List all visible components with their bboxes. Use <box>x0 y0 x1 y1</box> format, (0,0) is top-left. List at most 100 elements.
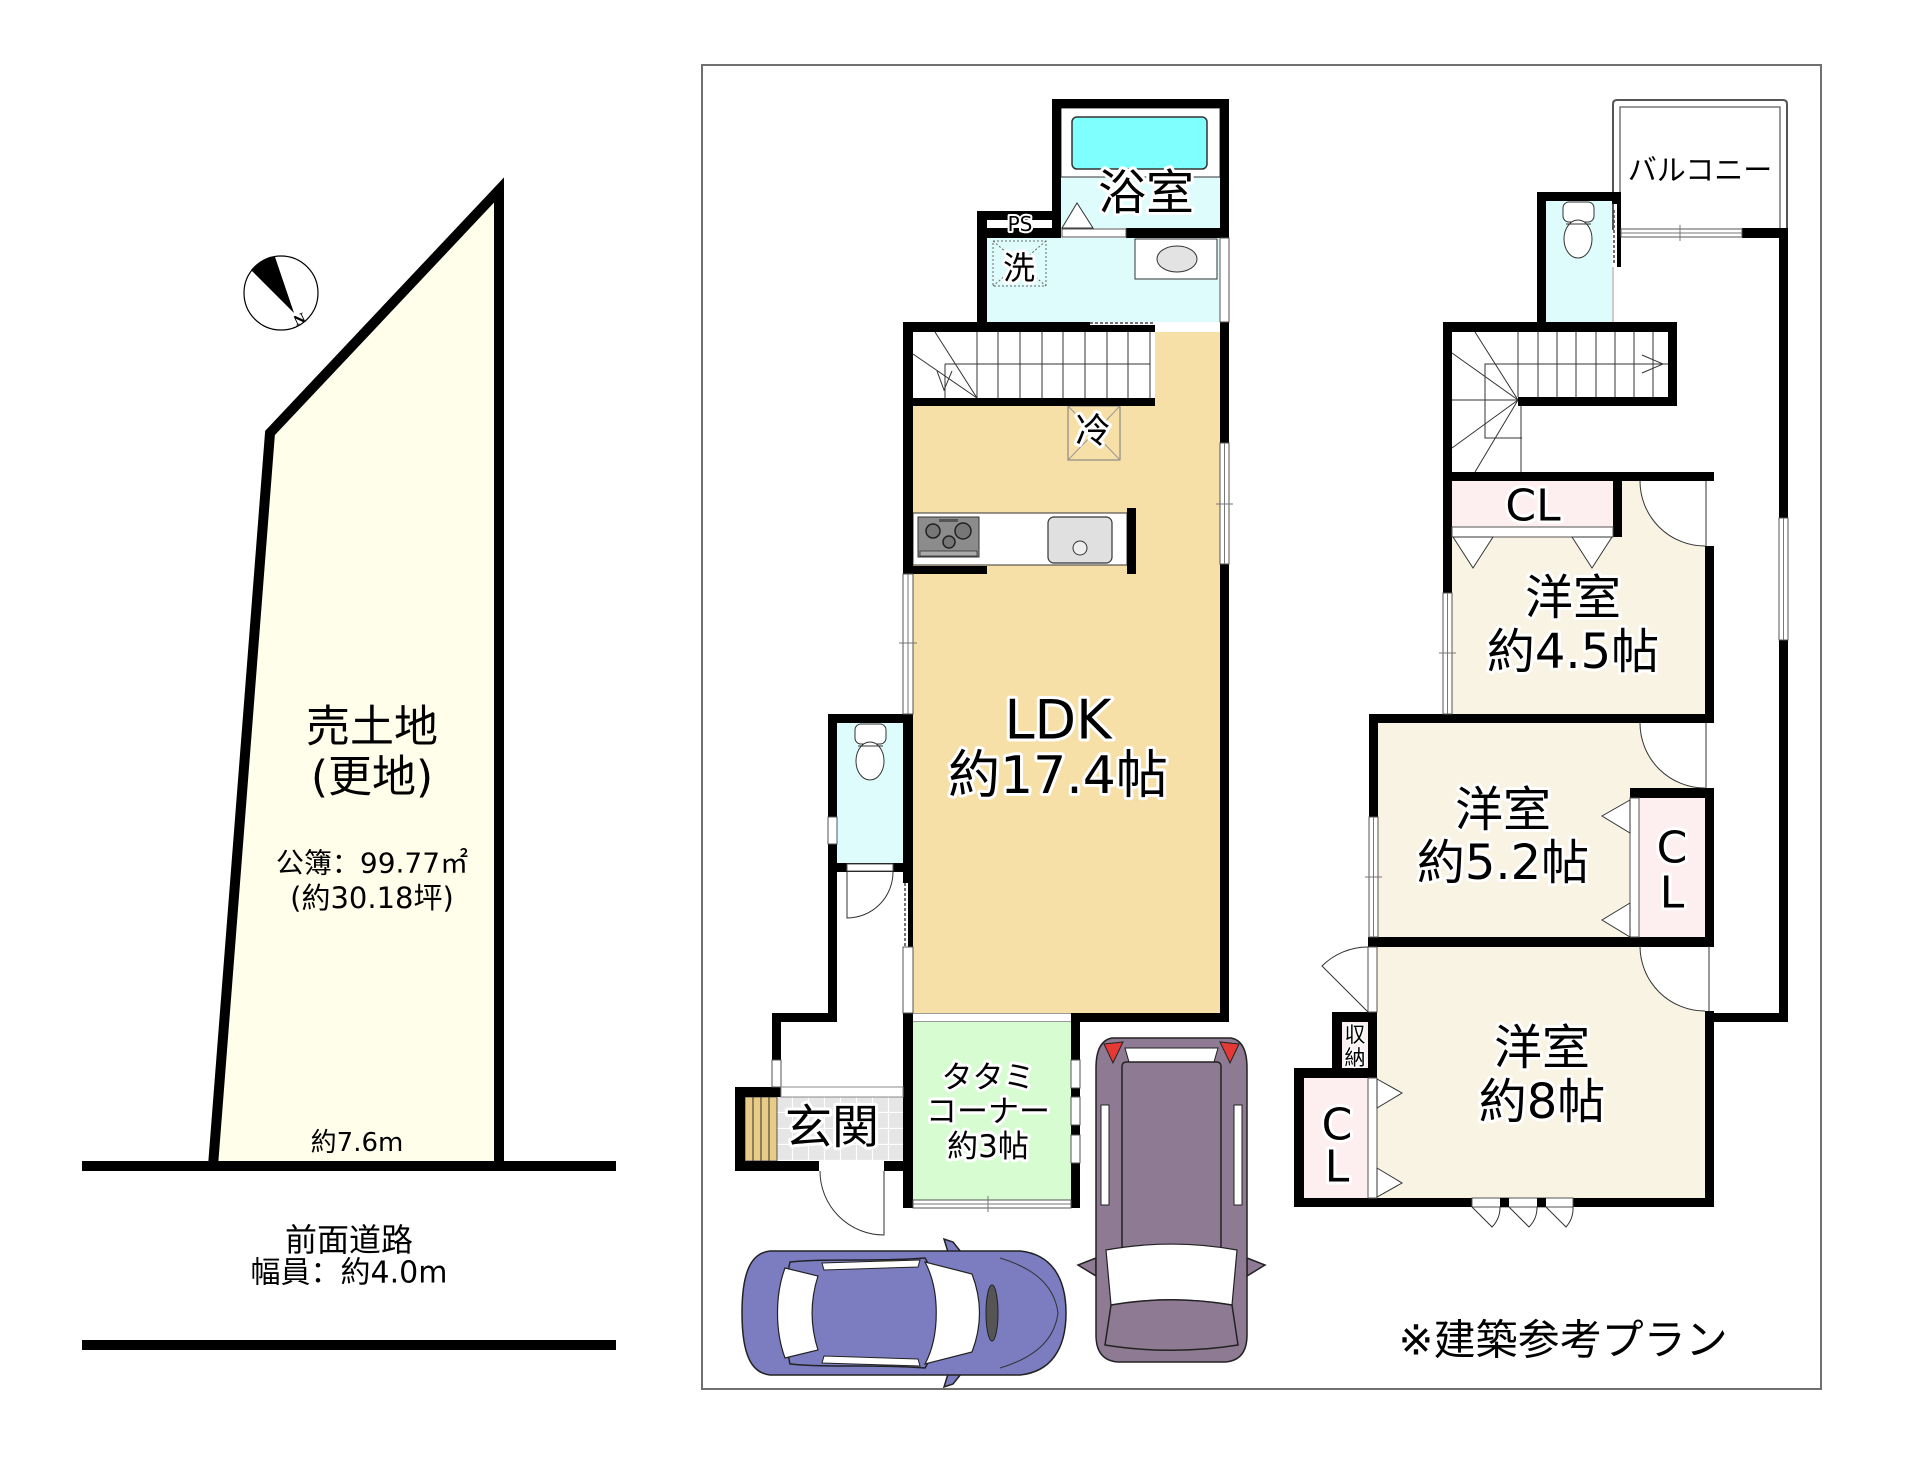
window <box>902 946 914 1014</box>
small-door-swing-icon <box>1471 1206 1574 1228</box>
wall <box>1518 397 1677 406</box>
folding-door-icon <box>1601 902 1631 938</box>
sedan-side-window <box>821 1259 921 1271</box>
closet-3-label-c: C <box>1322 1100 1353 1151</box>
wall <box>1613 481 1622 537</box>
sink-drain <box>1072 540 1088 556</box>
bedroom-3-bottom-opening <box>1471 1197 1574 1208</box>
window-mullion <box>1439 593 1456 714</box>
balcony-rail-outer <box>1612 99 1788 230</box>
burner <box>925 523 941 539</box>
pipe-space-inner <box>987 220 1052 228</box>
wall <box>903 714 913 883</box>
closet-1-floor <box>1452 481 1613 527</box>
stair-winders <box>1451 331 1668 473</box>
lot-status-label: 売土地 <box>306 702 438 753</box>
bathroom-door <box>1061 228 1127 238</box>
wall <box>1630 788 1714 798</box>
wall <box>903 566 987 574</box>
pipe-space-label: PS <box>1008 212 1033 236</box>
window <box>1070 1134 1081 1164</box>
window <box>827 816 838 845</box>
window-mullion <box>913 1196 1071 1212</box>
door-swing-icon <box>846 871 894 919</box>
sedan-mirror <box>942 1237 963 1253</box>
toilet-tank <box>854 723 887 745</box>
washbasin-icon <box>1156 245 1198 273</box>
stair-winders <box>912 331 1150 399</box>
toilet-bowl <box>855 741 885 781</box>
lot-diagram: N 売土地 (更地) 公簿：99.77㎡ (約30.18坪) 約7.6m <box>207 177 504 1171</box>
minivan-tail-light <box>1103 1041 1124 1065</box>
closet-2-label-c: C <box>1657 823 1688 874</box>
entrance-step-edge <box>780 1086 904 1098</box>
minivan-roof <box>1121 1061 1222 1251</box>
wall <box>977 211 987 332</box>
road-width: 幅員：約4.0m <box>251 1256 448 1291</box>
bedroom-2-size: 約5.2帖 <box>1417 835 1589 891</box>
wall <box>1612 192 1621 204</box>
bathroom-label: 浴室 <box>1098 165 1194 221</box>
sedan-hood-line <box>999 1257 1059 1369</box>
window <box>1070 1059 1081 1089</box>
closet-2-floor <box>1639 798 1705 937</box>
bedroom-3-size: 約8帖 <box>1479 1074 1606 1130</box>
second-floor-plan: バルコニー CL 洋室 約4.5帖 洋室 約5.2帖 C L 洋室 約8帖 収 … <box>1294 99 1789 1228</box>
ldk-size: 約17.4帖 <box>948 746 1168 806</box>
minivan-car-icon <box>1076 1037 1267 1363</box>
closet-3-door <box>1367 1077 1378 1199</box>
window <box>1070 1096 1081 1126</box>
sedan-rear-window <box>776 1267 819 1359</box>
minivan-mirror <box>1076 1256 1097 1278</box>
floor-plan-frame <box>701 64 1822 1390</box>
toilet-tank <box>1562 201 1595 223</box>
window <box>1219 237 1230 323</box>
entrance-tile-floor <box>777 1097 903 1161</box>
minivan-tail-light <box>1219 1041 1240 1065</box>
wall <box>1443 472 1714 481</box>
wall <box>1126 228 1229 238</box>
stove-grill-handle <box>939 519 958 522</box>
wall <box>1369 714 1714 723</box>
wall <box>1443 322 1452 593</box>
burner <box>954 522 972 540</box>
wall <box>1443 322 1677 332</box>
wall <box>903 322 1090 332</box>
door-swing-area <box>1640 481 1705 546</box>
window-mullion <box>1365 817 1382 937</box>
closet-1-label: CL <box>1505 481 1561 532</box>
wall <box>772 1013 781 1060</box>
wall <box>1779 640 1788 1022</box>
door-swing-area <box>1640 946 1705 1011</box>
entrance-label: 玄関 <box>785 1101 879 1156</box>
sedan-car-icon <box>741 1237 1067 1389</box>
closet-3-floor <box>1304 1078 1368 1198</box>
wall <box>1500 1198 1509 1207</box>
bathtub-icon <box>1071 116 1208 170</box>
staircase-icon <box>912 331 1151 399</box>
stove-icon <box>917 516 980 558</box>
bedroom-3-door-opening <box>1367 946 1378 1013</box>
front-road: 前面道路 幅員：約4.0m <box>82 1161 616 1350</box>
balcony <box>1612 99 1788 230</box>
minivan-hood <box>1104 1299 1239 1351</box>
wall <box>735 1161 819 1171</box>
sedan-windshield <box>923 1261 981 1365</box>
minivan-windshield <box>1105 1243 1238 1306</box>
wall <box>903 398 1155 406</box>
wall <box>1537 192 1546 332</box>
washing-machine-space-icon <box>992 240 1047 287</box>
wall <box>1368 937 1714 947</box>
ldk-name: LDK <box>1004 689 1113 752</box>
ldk-floor <box>913 332 1220 1013</box>
wall <box>1573 1198 1714 1207</box>
balcony-label: バルコニー <box>1628 153 1772 187</box>
storage-label-2: 納 <box>1345 1046 1366 1070</box>
wall <box>1668 322 1677 406</box>
stove-controls <box>919 550 978 557</box>
bedroom-1-name: 洋室 <box>1525 570 1621 626</box>
storage-floor <box>1342 1022 1368 1070</box>
reference-plan-note: ※建築参考プラン <box>1398 1316 1727 1365</box>
wall <box>1294 1198 1472 1207</box>
